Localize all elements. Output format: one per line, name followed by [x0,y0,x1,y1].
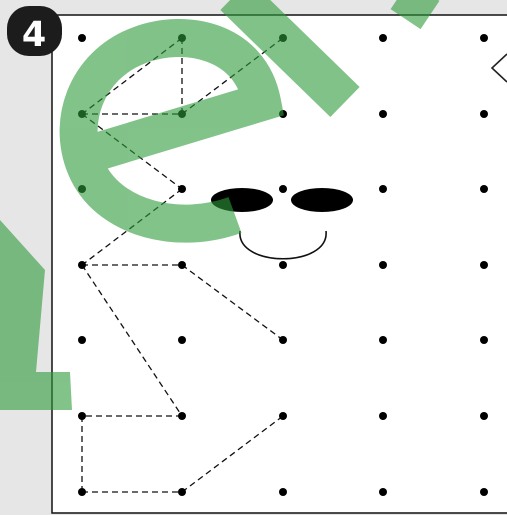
grid-dot [379,412,387,420]
grid-dot [178,412,186,420]
grid-dot [480,261,488,269]
grid-dot [480,110,488,118]
grid-dot [480,336,488,344]
grid-dot [480,185,488,193]
grid-dot [78,261,86,269]
grid-dot [279,185,287,193]
grid-dot [279,412,287,420]
grid-dot [78,336,86,344]
grid-dot [379,110,387,118]
grid-dot [480,412,488,420]
grid-dot [379,488,387,496]
grid-dot [279,261,287,269]
step-number: 4 [22,15,46,55]
grid-dot [480,488,488,496]
grid-dot [480,34,488,42]
grid-dot [379,261,387,269]
grid-dot [178,185,186,193]
grid-dot [78,488,86,496]
right-eye [291,188,353,212]
watermark-letter-l-right [400,0,430,15]
grid-dot [279,336,287,344]
grid-dot [78,412,86,420]
step-number-badge: 4 [7,6,62,56]
grid-dot [78,34,86,42]
grid-dot [178,336,186,344]
grid-dot [379,336,387,344]
grid-dot [178,261,186,269]
grid-dot [379,185,387,193]
grid-dot [279,488,287,496]
grid-dot [379,34,387,42]
grid-dot [178,488,186,496]
